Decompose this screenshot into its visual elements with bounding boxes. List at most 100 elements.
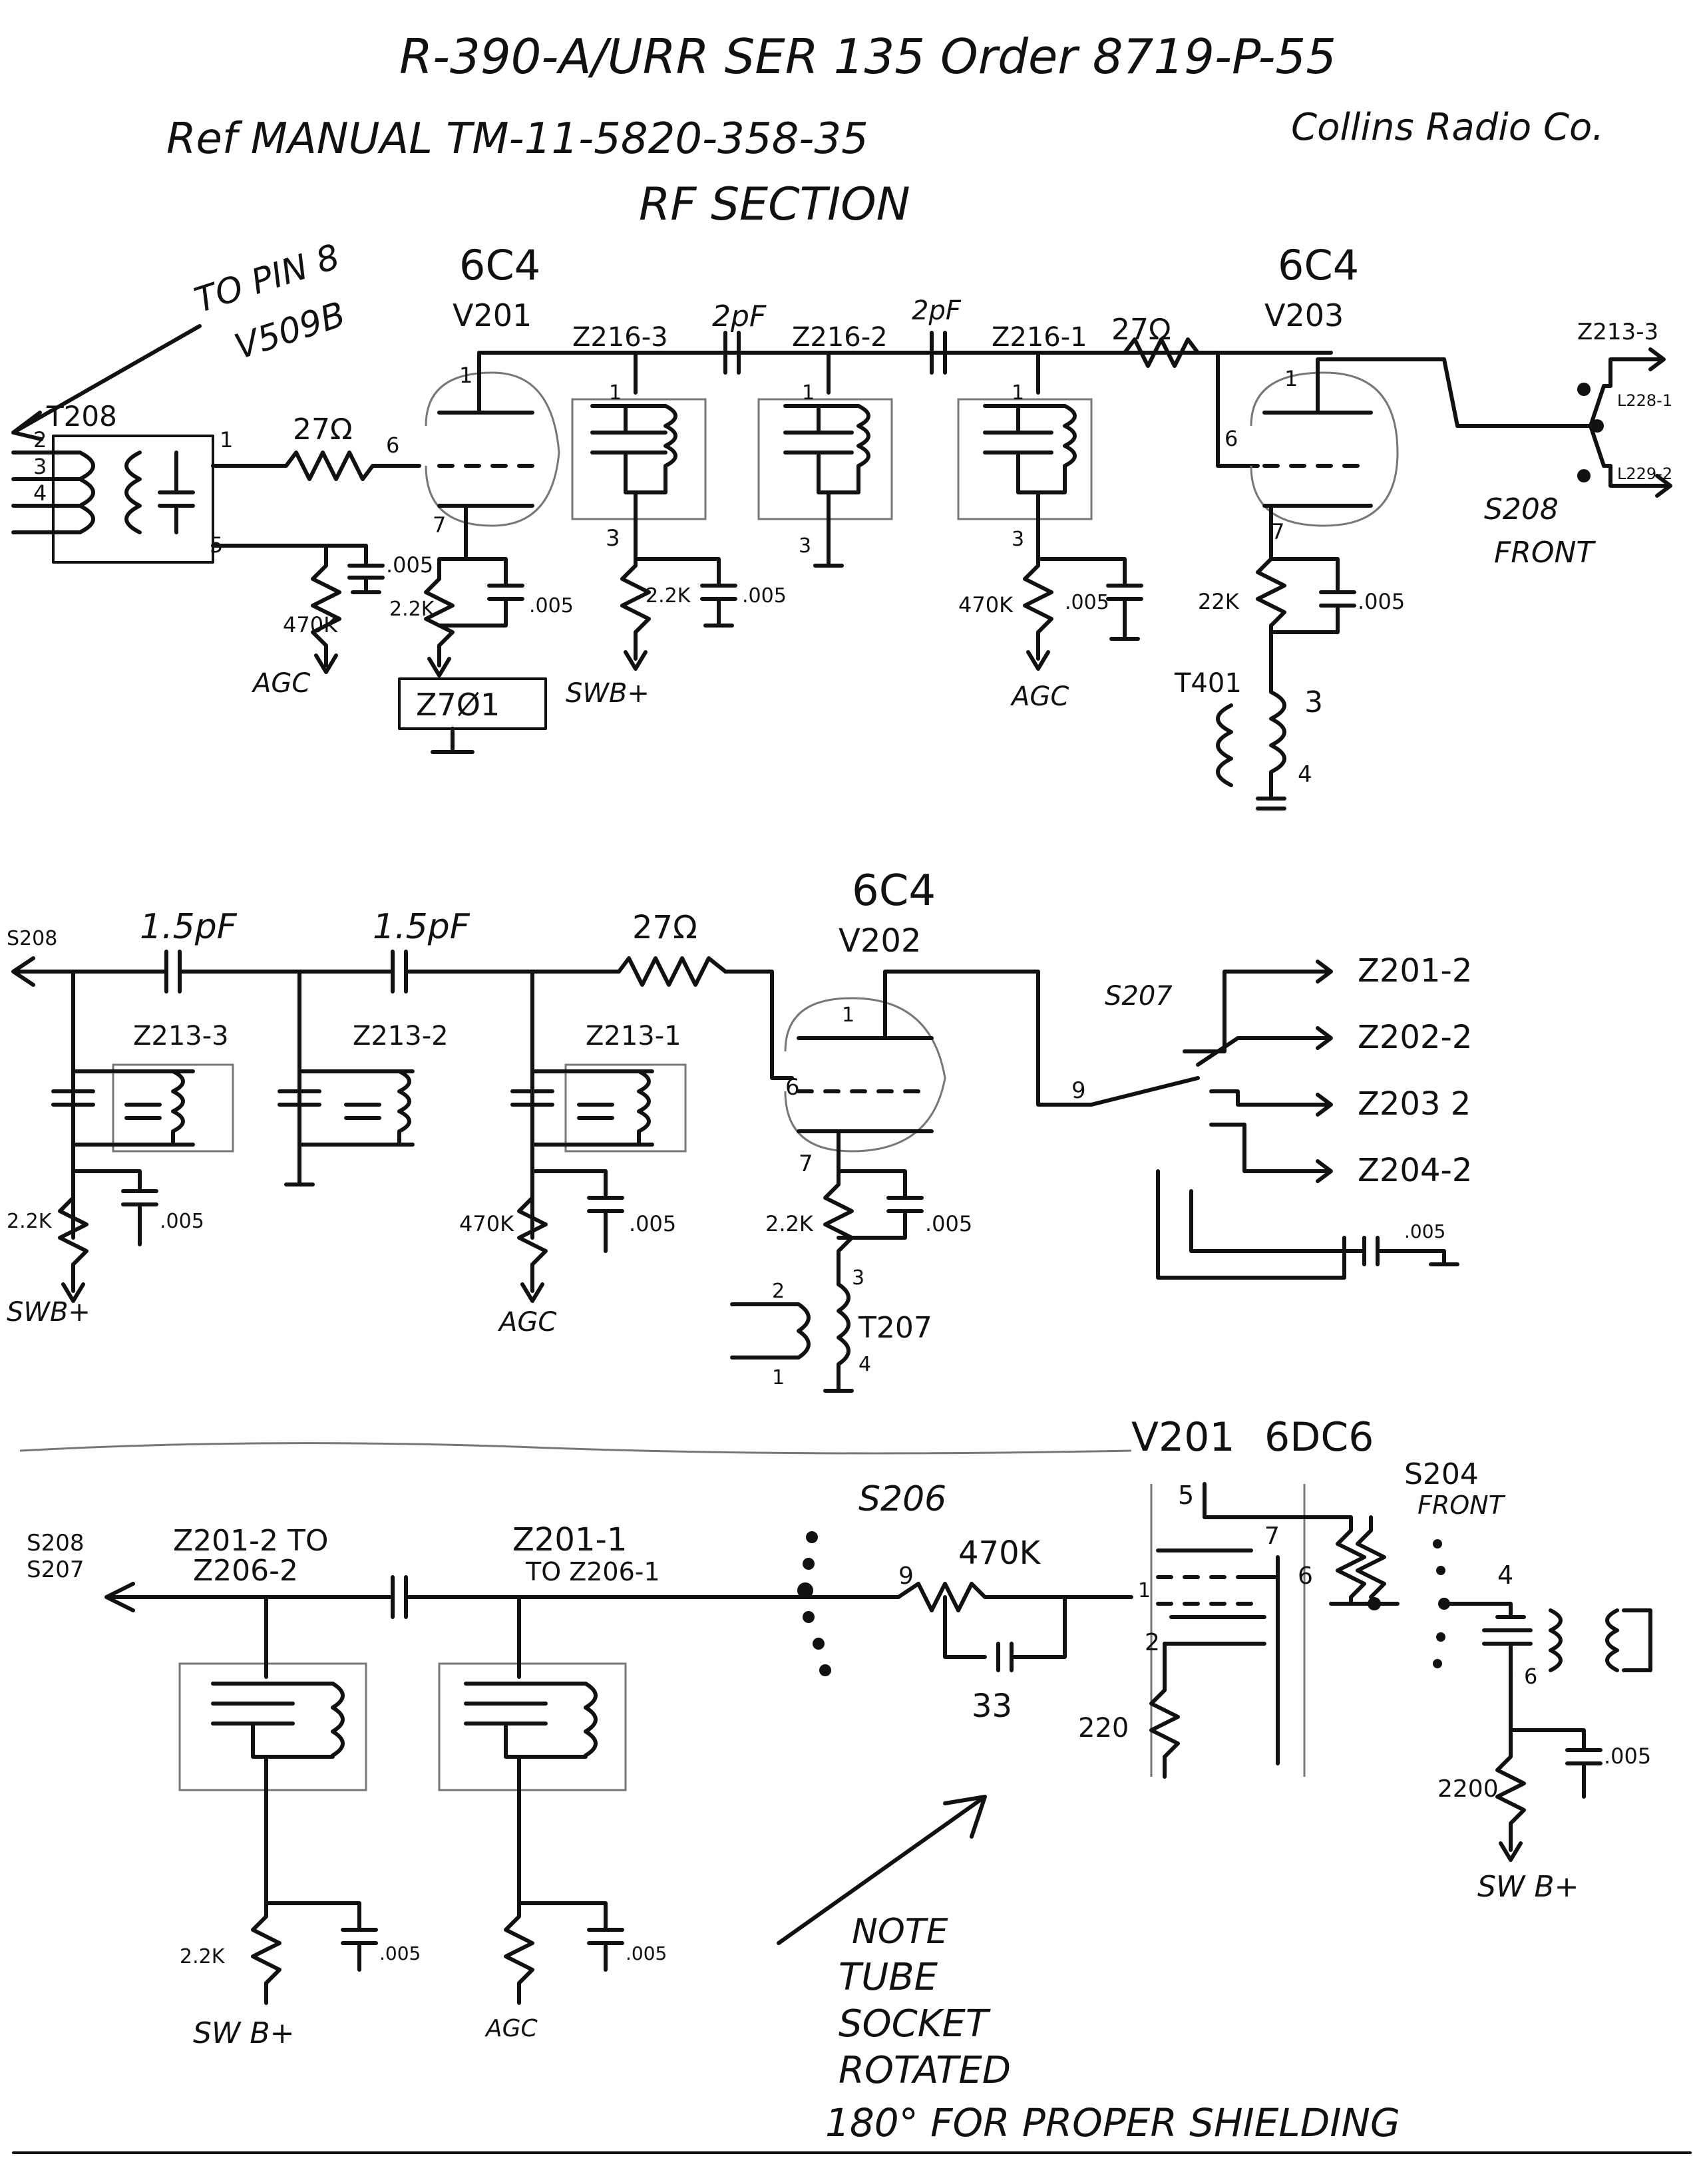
z216-1-c: .005 (1065, 591, 1109, 614)
bot-z206-2: Z206-2 (193, 1554, 298, 1588)
l229-label: L229-2 (1617, 464, 1672, 483)
mid-pin7: 7 (799, 1151, 813, 1177)
v3-cathode (1256, 504, 1356, 674)
mid-z213-3: Z213-3 (133, 1021, 229, 1051)
v3-rk: 22K (1198, 589, 1240, 614)
mid-z201-2: Z201-2 (1358, 952, 1472, 990)
z216-3-label: Z216-3 (572, 322, 668, 353)
agc1-label: AGC (251, 668, 310, 699)
mid-z204-2: Z204-2 (1358, 1152, 1472, 1189)
bot-out-tank (1442, 1602, 1652, 1679)
mid-s207-outputs (1183, 960, 1333, 1183)
v3-pin7: 7 (1271, 519, 1284, 544)
z216-3-tank (590, 351, 677, 548)
bot-swb-l: SW B+ (193, 2016, 294, 2050)
header-section: RF SECTION (639, 178, 910, 231)
mid-t207-p4: 4 (858, 1353, 871, 1376)
cap-2pf-a (723, 331, 741, 375)
note-line-1: NOTE (852, 1912, 948, 1952)
bot-s206-dot-4 (803, 1611, 815, 1623)
mid-agc: AGC (497, 1307, 556, 1338)
v3-pin6: 6 (1225, 426, 1238, 451)
bot-pin4: 4 (1497, 1560, 1513, 1590)
v1-pin1: 1 (459, 363, 472, 388)
bot-s206-dot-2 (803, 1558, 815, 1570)
mid-z213-3-shield (112, 1063, 234, 1153)
mid-pin9: 9 (1071, 1077, 1086, 1104)
v3-elements (1262, 411, 1373, 508)
bot-s204-dot-2 (1436, 1566, 1445, 1575)
bot-bus (104, 1582, 1133, 1612)
z701-box (398, 677, 547, 730)
v3-ref: V203 (1264, 297, 1344, 333)
z216-2-pin1: 1 (802, 381, 815, 405)
z216-3-pin1: 1 (609, 381, 622, 405)
bot-s204-dot-4 (1436, 1632, 1445, 1642)
z216-3-pin3: 3 (606, 525, 620, 552)
bot-pin5: 5 (1178, 1481, 1194, 1510)
r27b-body (1123, 337, 1200, 368)
z216-3-bias (620, 544, 737, 671)
cap-2pf-b (930, 331, 947, 375)
bot-pin7: 7 (1264, 1523, 1280, 1550)
z701-ground (431, 727, 474, 754)
bot-agc: AGC (484, 2015, 538, 2042)
top-section: TO PIN 8 V509B T208 2 3 4 1 5 27Ω 6 .005… (11, 237, 1672, 811)
mid-swb: SWB+ (7, 1297, 91, 1328)
mid-pin1: 1 (842, 1003, 854, 1027)
agc1-wire (211, 544, 341, 674)
t401-p3: 3 (1304, 685, 1323, 719)
bottom-section: S208 S207 Z201-2 TO Z206-2 Z201-1 TO Z20… (27, 1414, 1652, 2145)
z216-2-tank (783, 351, 870, 568)
bot-s208: S208 (27, 1530, 84, 1556)
bot-r470: 470K (958, 1535, 1041, 1572)
s208-front-label: FRONT (1494, 536, 1596, 570)
mid-t207-p2: 2 (772, 1280, 785, 1303)
z216-1-pin1: 1 (1012, 381, 1024, 405)
note-line-2: TUBE (839, 1956, 938, 1999)
v1-envelope (425, 371, 560, 527)
mid-c005-b: .005 (629, 1211, 676, 1236)
bot-r22k: 2.2K (180, 1945, 226, 1968)
bot-s206: S206 (858, 1479, 946, 1519)
header-manual: Ref MANUAL TM-11-5820-358-35 (166, 114, 868, 164)
bot-v-cathode (1149, 1642, 1180, 1779)
agc1-cap (324, 544, 385, 594)
note-line-4: ROTATED (839, 2049, 1011, 2092)
z213-3-top-label: Z213-3 (1577, 319, 1658, 345)
bot-s207: S207 (27, 1556, 84, 1583)
header-maker: Collins Radio Co. (1291, 106, 1604, 149)
mid-z213-1-bias (517, 1143, 624, 1303)
t208-leads (11, 451, 82, 534)
bot-s206-dot-1 (806, 1531, 818, 1543)
bot-rc-parallel (943, 1595, 1067, 1672)
r-agc-label: 470K (283, 612, 338, 637)
mid-pin6: 6 (785, 1074, 800, 1101)
header: R-390-A/URR SER 135 Order 8719-P-55 Ref … (166, 29, 1604, 231)
bot-s204: S204 (1404, 1457, 1479, 1491)
bot-plate-load (1329, 1515, 1400, 1606)
t401-label: T401 (1174, 668, 1242, 699)
z216-2-shield (757, 398, 893, 520)
v1-pin6: 6 (386, 433, 399, 458)
mid-z213-2-tank (278, 970, 415, 1186)
middle-section: S208 1.5pF 1.5pF 27Ω Z213-3 2.2K .005 SW… (7, 866, 1472, 1393)
mid-z213-2: Z213-2 (353, 1021, 449, 1051)
t208-label: T208 (46, 400, 117, 433)
mid-s207: S207 (1105, 981, 1173, 1011)
bot-c33: 33 (972, 1688, 1012, 1725)
z216-1-pin3: 3 (1012, 528, 1024, 551)
mid-v-elements (797, 1036, 934, 1133)
v3-grid-wire (1196, 351, 1260, 468)
mid-t207-coils (730, 1282, 854, 1393)
mid-z203-2: Z203 2 (1358, 1085, 1471, 1123)
bot-tank-a-shield (178, 1662, 367, 1791)
mid-rk: 2.2K (765, 1211, 814, 1236)
mid-bus (11, 956, 794, 1080)
s208-label: S208 (1484, 492, 1559, 526)
mid-cap-15a-label: 1.5pF (140, 907, 238, 947)
v1-type: 6C4 (459, 241, 540, 289)
z216-3-c: .005 (742, 584, 787, 608)
bot-s206-dot-5 (813, 1638, 825, 1650)
bot-pin2: 2 (1145, 1629, 1160, 1656)
